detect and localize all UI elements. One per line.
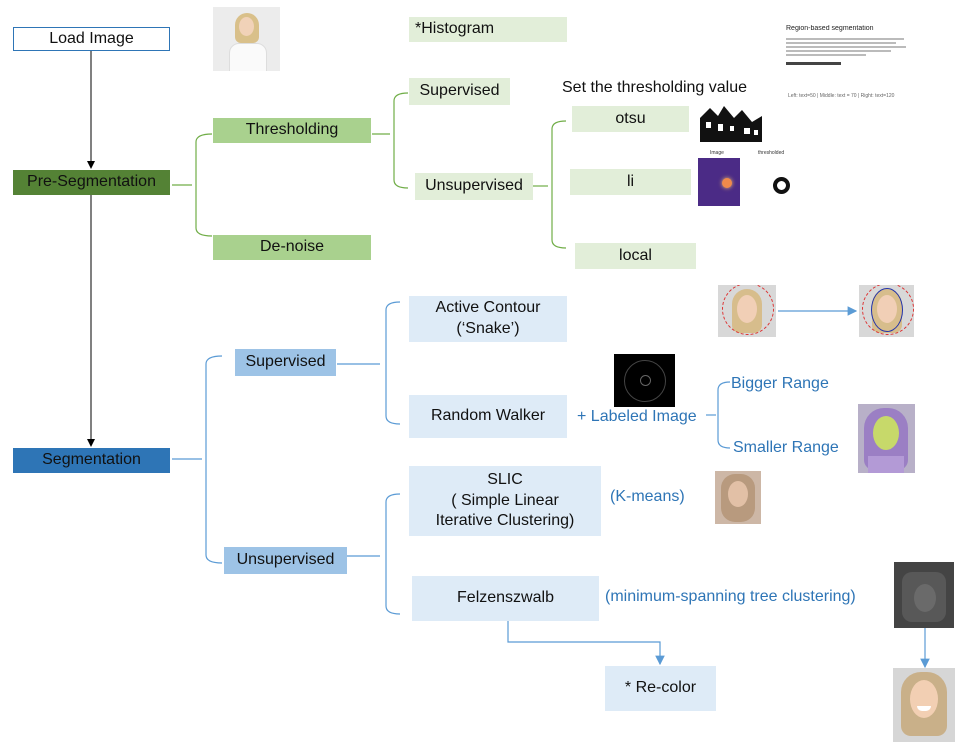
unsupervised-seg-label: Unsupervised bbox=[236, 551, 335, 569]
li-image-title: Image bbox=[710, 150, 724, 156]
segmentation-label: Segmentation bbox=[42, 451, 141, 469]
unsupervised-threshold-label: Unsupervised bbox=[425, 177, 523, 195]
bigger-range-text: Bigger Range bbox=[731, 375, 829, 392]
document-footer: Left: text=50 | Middle: text = 70 | Righ… bbox=[788, 93, 895, 99]
li-thresholded-thumbnail: thresholded bbox=[754, 150, 802, 200]
felzenszwalb-result-thumbnail bbox=[894, 562, 954, 628]
snake-circle bbox=[862, 285, 914, 335]
smaller-range-text: Smaller Range bbox=[733, 439, 839, 456]
li-thresholded-ring bbox=[773, 177, 790, 194]
snake-initial-thumbnail bbox=[718, 285, 776, 337]
otsu-box: otsu bbox=[572, 106, 689, 132]
recolor-label: * Re-color bbox=[624, 679, 697, 697]
histogram-box: *Histogram bbox=[409, 17, 567, 42]
slic-result-thumbnail bbox=[715, 471, 761, 524]
document-text-lines bbox=[786, 38, 916, 65]
document-title: Region-based segmentation bbox=[786, 25, 874, 32]
histogram-label: *Histogram bbox=[415, 20, 495, 38]
snake-result-thumbnail bbox=[859, 285, 914, 337]
local-label: local bbox=[619, 246, 652, 264]
supervised-threshold-box: Supervised bbox=[409, 78, 510, 105]
face-shape bbox=[239, 17, 254, 36]
input-photo-thumbnail bbox=[213, 7, 280, 71]
set-threshold-text: Set the thresholding value bbox=[562, 79, 748, 96]
local-box: local bbox=[575, 243, 696, 269]
face-shape bbox=[728, 481, 748, 507]
house-silhouette-icon bbox=[700, 106, 762, 142]
inner-ring bbox=[640, 375, 651, 386]
recolor-result-thumbnail bbox=[893, 668, 955, 742]
outer-ring bbox=[624, 360, 666, 402]
denoise-box: De-noise bbox=[213, 235, 371, 260]
li-thresholded-title: thresholded bbox=[758, 150, 785, 156]
document-thumbnail: Region-based segmentation Left: text=50 … bbox=[786, 25, 916, 105]
li-label: li bbox=[626, 172, 635, 190]
slic-sub-2: Iterative Clustering) bbox=[435, 512, 575, 530]
kmeans-text: (K-means) bbox=[610, 488, 685, 505]
slic-sub-1: ( Simple Linear bbox=[451, 491, 559, 509]
thresholding-box: Thresholding bbox=[213, 118, 371, 143]
thresholding-label: Thresholding bbox=[245, 121, 339, 139]
unsupervised-threshold-box: Unsupervised bbox=[415, 173, 533, 200]
body-shape bbox=[229, 43, 267, 71]
unsupervised-seg-box: Unsupervised bbox=[224, 547, 347, 574]
denoise-label: De-noise bbox=[259, 238, 325, 256]
load-image-box: Load Image bbox=[13, 27, 170, 51]
face-shape bbox=[910, 680, 938, 718]
felzenszwalb-box: Felzenszwalb bbox=[412, 576, 599, 621]
pre-segmentation-label: Pre-Segmentation bbox=[27, 173, 156, 191]
active-contour-label: Active Contour bbox=[435, 299, 541, 317]
random-walker-result-thumbnail bbox=[858, 404, 915, 473]
labeled-image-thumbnail bbox=[614, 354, 675, 407]
otsu-label: otsu bbox=[615, 109, 646, 127]
pre-segmentation-box: Pre-Segmentation bbox=[13, 170, 170, 195]
recolor-box: * Re-color bbox=[605, 666, 716, 711]
body-shape bbox=[868, 456, 904, 473]
supervised-seg-label: Supervised bbox=[245, 353, 326, 371]
face-shape bbox=[873, 416, 899, 450]
li-image-thumbnail: Image bbox=[698, 150, 743, 207]
li-image-blob bbox=[722, 178, 732, 188]
labeled-image-text: + Labeled Image bbox=[577, 408, 697, 425]
snake-circle bbox=[722, 285, 774, 335]
active-contour-sub: (‘Snake’) bbox=[456, 320, 520, 337]
li-image-panel bbox=[698, 158, 740, 206]
segmentation-box: Segmentation bbox=[13, 448, 170, 473]
supervised-threshold-label: Supervised bbox=[419, 82, 500, 100]
slic-label: SLIC bbox=[487, 470, 523, 488]
random-walker-label: Random Walker bbox=[430, 407, 546, 425]
load-image-label: Load Image bbox=[49, 29, 134, 47]
mst-text: (minimum-spanning tree clustering) bbox=[605, 588, 856, 605]
felzenszwalb-label: Felzenszwalb bbox=[457, 589, 554, 607]
li-box: li bbox=[570, 169, 691, 195]
active-contour-box: Active Contour (‘Snake’) bbox=[409, 296, 567, 342]
supervised-seg-box: Supervised bbox=[235, 349, 336, 376]
texture-block-inner bbox=[914, 584, 936, 612]
slic-box: SLIC ( Simple Linear Iterative Clusterin… bbox=[409, 466, 601, 536]
otsu-result-thumbnail bbox=[698, 102, 764, 144]
smile-shape bbox=[917, 706, 931, 711]
random-walker-box: Random Walker bbox=[409, 395, 567, 438]
